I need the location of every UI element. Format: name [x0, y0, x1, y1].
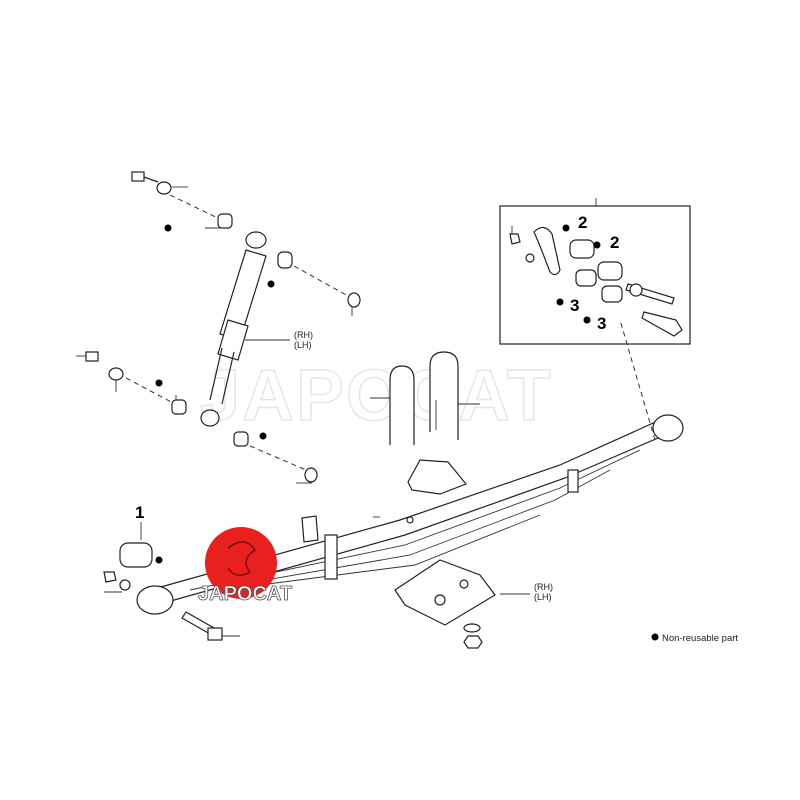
- spring-bumper-seat: [407, 459, 467, 495]
- logo-text: JAPOCAT: [198, 583, 292, 605]
- legend: Non-reusable part: [651, 633, 738, 644]
- shock-lower-hardware: [76, 351, 318, 484]
- front-bushing-hardware: 1: [103, 503, 240, 641]
- watermark: JAPOCAT: [200, 356, 553, 436]
- seat-lh-label: (LH): [534, 592, 552, 602]
- callout-1: 1: [135, 503, 144, 522]
- u-bolts: [370, 351, 480, 445]
- shock-absorber: (RH) (LH): [200, 231, 361, 427]
- shock-rh-label: (RH): [294, 330, 313, 340]
- inset-shackle-detail: 2 2 3 3: [499, 198, 691, 345]
- japocat-logo: JAPOCAT: [198, 527, 292, 605]
- seat-rh-label: (RH): [534, 582, 553, 592]
- leaf-spring: [136, 319, 684, 615]
- shock-upper-hardware: [131, 171, 233, 232]
- callout-3b: 3: [597, 314, 606, 333]
- callout-2a: 2: [578, 213, 587, 232]
- callout-2b: 2: [610, 233, 619, 252]
- callout-3a: 3: [570, 296, 579, 315]
- shock-lh-label: (LH): [294, 340, 312, 350]
- legend-text: Non-reusable part: [662, 633, 738, 644]
- spring-seat-lower: (RH) (LH): [394, 559, 553, 649]
